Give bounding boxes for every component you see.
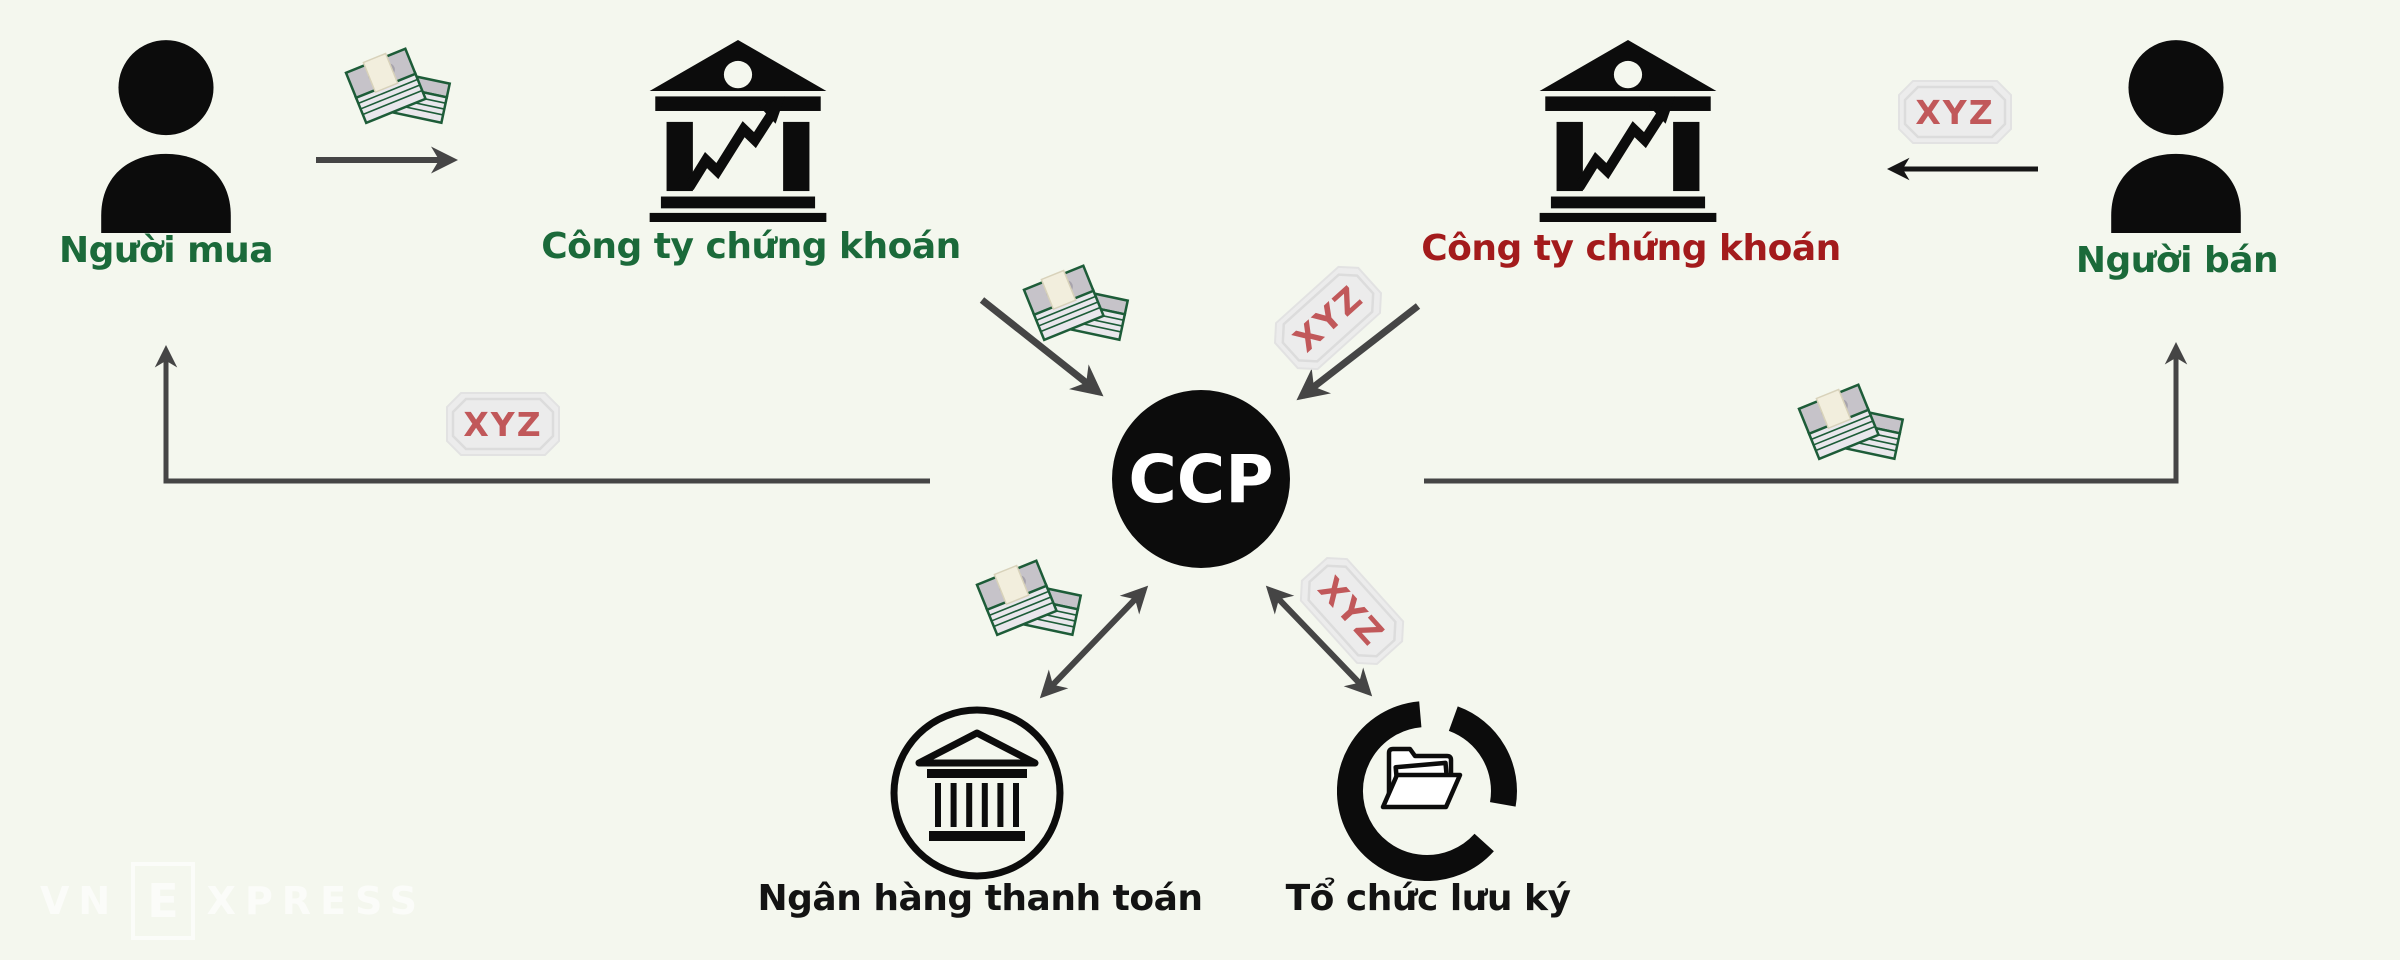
buyer-person-icon: [101, 40, 231, 234]
broker-buy-label: Công ty chứng khoán: [541, 226, 961, 267]
money-stack-icon: [343, 44, 451, 125]
broker-sell-label: Công ty chứng khoán: [1421, 228, 1841, 269]
xyz-tag-icon: XYZ: [445, 391, 561, 457]
ccp-node: CCP: [1112, 390, 1290, 568]
broker-sell-bank-chart-icon: [1534, 40, 1722, 222]
ccp-label: CCP: [1128, 440, 1274, 518]
arrow-broker-sell-to-ccp: [1296, 303, 1421, 401]
watermark-vn: VN: [40, 879, 120, 923]
arrow-broker-buy-to-ccp: [979, 297, 1104, 397]
watermark-e-box: E: [131, 862, 195, 940]
money-stack-icon: [1796, 380, 1904, 461]
arrow-ccp-settlement-bank: [1039, 585, 1149, 699]
xyz-tag-label: XYZ: [463, 404, 543, 444]
seller-label: Người bán: [2075, 240, 2279, 281]
xyz-tag-icon: XYZ: [1897, 79, 2013, 145]
watermark-xpress: XPRESS: [206, 879, 427, 923]
bank-circle-icon: [890, 706, 1064, 880]
arrow-ccp-depository: [1265, 585, 1373, 697]
vnexpress-watermark: VN E XPRESS: [40, 862, 426, 940]
xyz-tag-label: XYZ: [1915, 92, 1995, 132]
money-stack-icon: [1021, 261, 1129, 342]
settlement-bank-label: Ngân hàng thanh toán: [757, 878, 1204, 919]
buyer-label: Người mua: [58, 230, 274, 271]
arrow-ccp-to-buyer: [154, 345, 930, 484]
money-stack-icon: [974, 556, 1082, 637]
arrow-ccp-to-seller: [1424, 342, 2188, 484]
seller-person-icon: [2111, 40, 2241, 234]
folder-donut-icon: [1337, 701, 1517, 881]
depository-label: Tổ chức lưu ký: [1285, 878, 1571, 919]
broker-buy-bank-chart-icon: [644, 40, 832, 222]
